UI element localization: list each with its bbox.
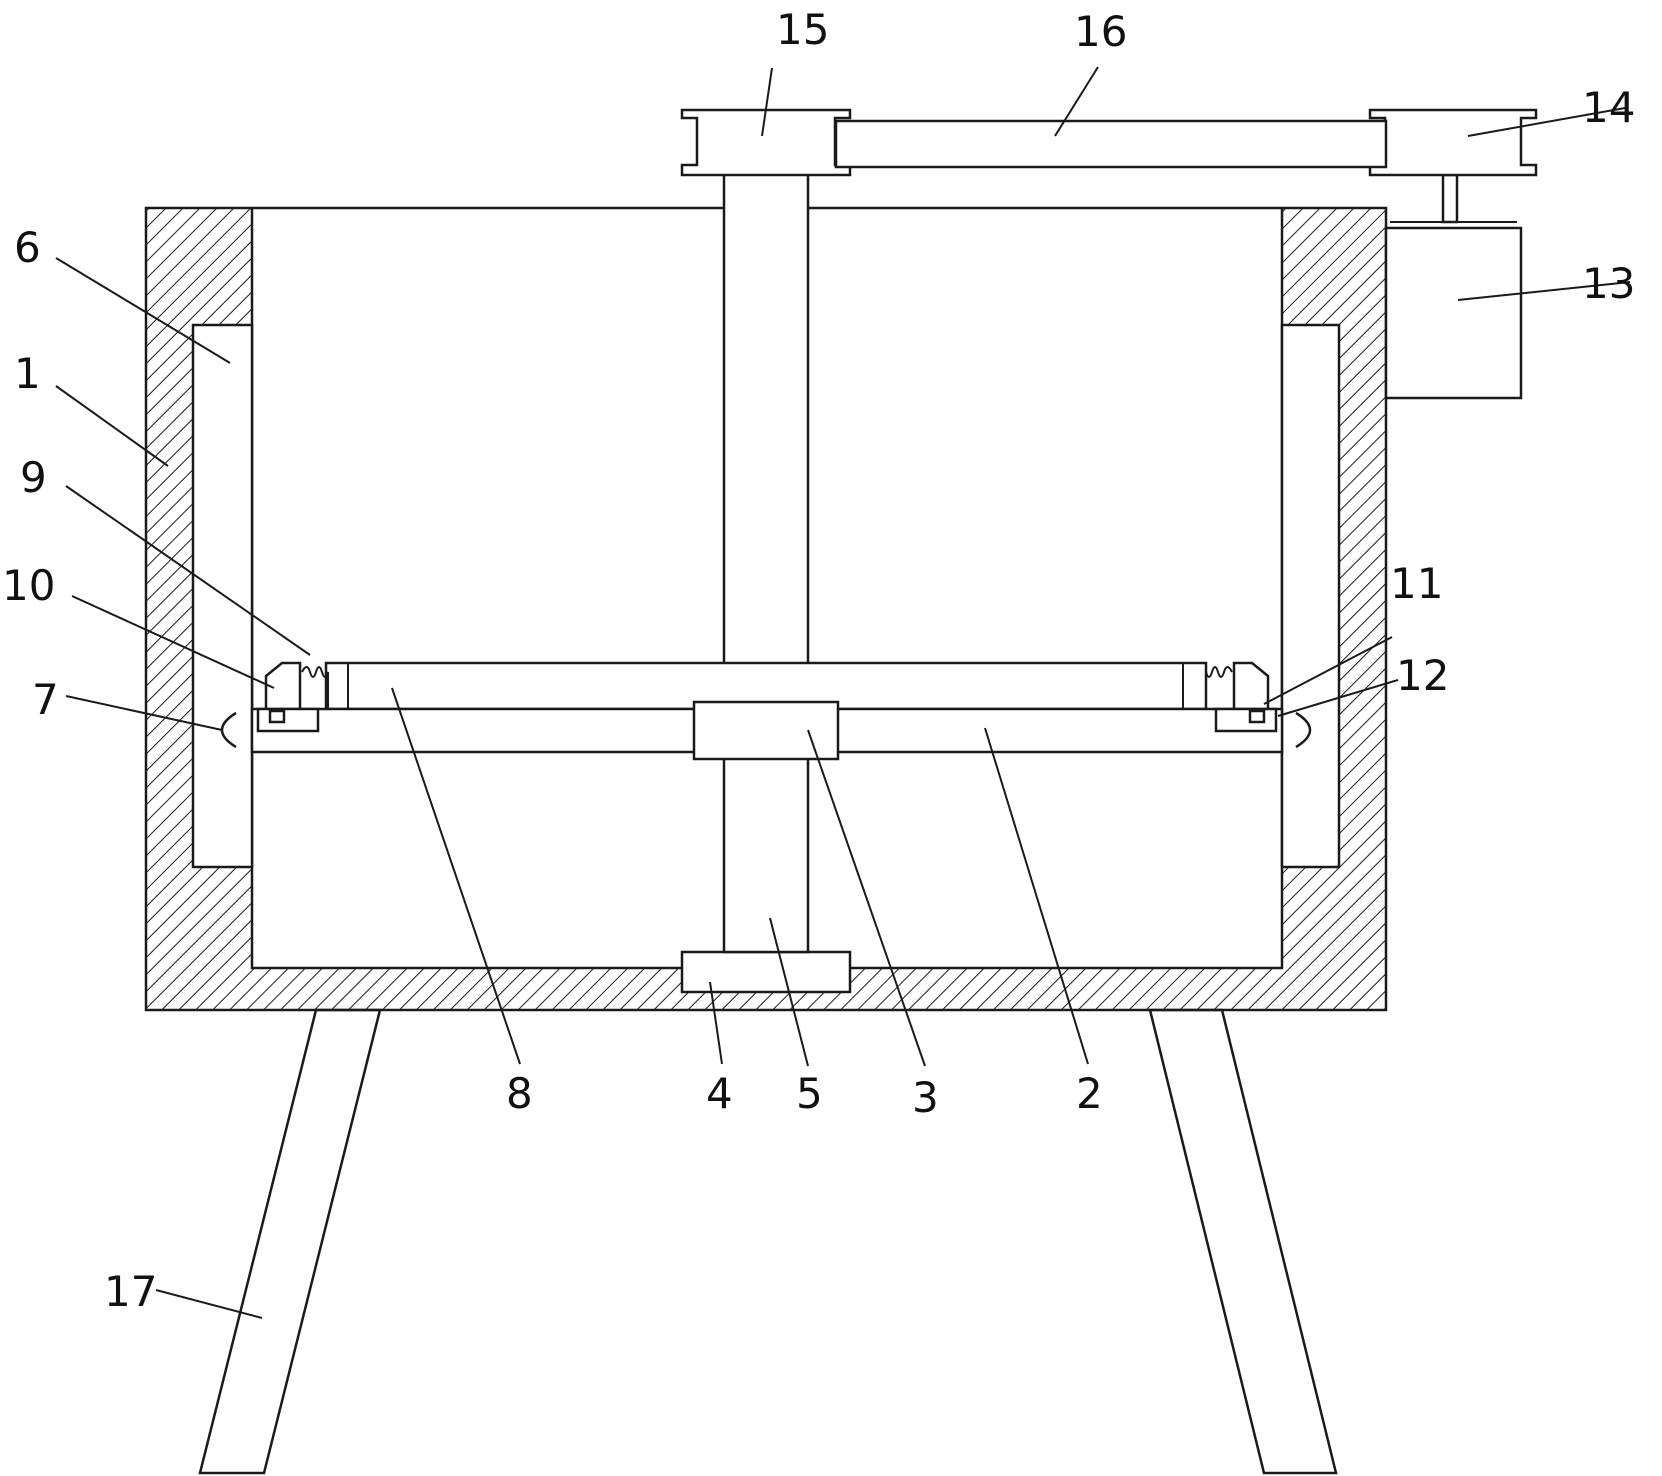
callout-8: 8 (506, 1069, 533, 1118)
callout-4: 4 (706, 1069, 733, 1118)
leader-lines (55, 66, 1631, 1319)
drive-pulley (680, 108, 852, 177)
callout-2: 2 (1076, 1069, 1103, 1118)
callout-14: 14 (1582, 83, 1635, 132)
callout-1: 1 (14, 349, 41, 398)
nut-block (692, 700, 840, 761)
callout-9: 9 (20, 453, 47, 502)
motor (1384, 226, 1523, 400)
callout-6: 6 (14, 223, 41, 272)
drive-belt (834, 119, 1388, 169)
bearing-seat (680, 950, 852, 994)
callout-17: 17 (104, 1267, 157, 1316)
right-leg (1148, 1008, 1338, 1475)
callout-7: 7 (32, 675, 59, 724)
right-guide-slot (1280, 323, 1341, 869)
callout-10: 10 (2, 561, 55, 610)
callout-11: 11 (1390, 559, 1443, 608)
callout-12: 12 (1396, 651, 1449, 700)
left-leg (198, 1008, 382, 1475)
motor-pulley (1368, 108, 1538, 177)
callout-15: 15 (776, 5, 829, 54)
callout-5: 5 (796, 1069, 823, 1118)
motor-shaft (1441, 173, 1459, 224)
callout-3: 3 (912, 1073, 939, 1122)
screw-shaft (722, 168, 810, 954)
left-clamp (220, 661, 329, 749)
right-clamp (1205, 661, 1312, 749)
left-guide-slot (191, 323, 254, 869)
callout-16: 16 (1074, 7, 1127, 56)
callout-13: 13 (1582, 259, 1635, 308)
